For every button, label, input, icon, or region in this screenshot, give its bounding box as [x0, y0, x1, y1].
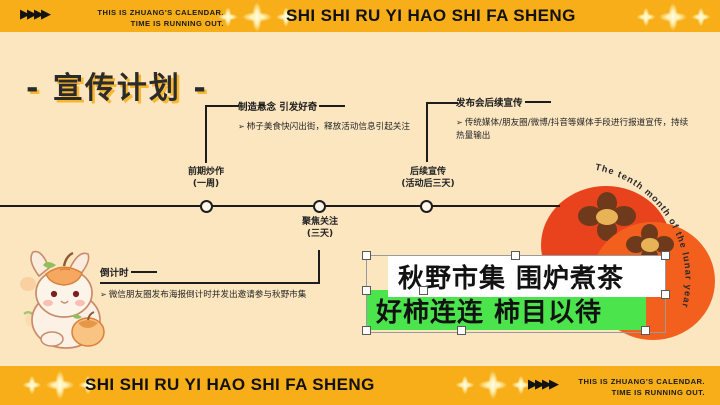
timeline-node-label-1: 前期炒作 (一周)	[187, 167, 224, 189]
callout-2: 发布会后续宣传 ➢传统媒体/朋友圈/微博/抖音等媒体手段进行报道宣传，持续热量输…	[456, 95, 692, 143]
callout-3-body: ➢微信朋友圈发布海报倒计时并发出邀请参与秋野市集	[100, 290, 307, 300]
callout-3-heading: 倒计时	[100, 265, 322, 279]
headline-green-box[interactable]: 好柿连连 柿目以待	[366, 290, 646, 330]
heading-rule	[130, 271, 157, 273]
sparkle-icon	[691, 9, 710, 25]
sparkle-icon	[242, 8, 272, 26]
arrow-marks-icon: ▶▶▶▶	[20, 7, 51, 22]
sparkle-icon	[636, 9, 655, 25]
sparkle-icon	[659, 8, 687, 26]
callout-3: 倒计时 ➢微信朋友圈发布海报倒计时并发出邀请参与秋野市集	[100, 265, 322, 302]
headline-green-text: 好柿连连 柿目以待	[376, 297, 603, 328]
callout-1-heading: 制造悬念 引发好奇	[238, 99, 450, 113]
headline-white-box[interactable]: 秋野市集 围炉煮茶	[388, 255, 666, 297]
callout-2-heading: 发布会后续宣传	[456, 95, 692, 109]
sparkle-icon	[455, 377, 474, 393]
timeline-node-2[interactable]	[313, 200, 326, 213]
timeline-node-1[interactable]	[200, 200, 213, 213]
sparkle-icon	[478, 376, 507, 394]
footer-banner-text: SHI SHI RU YI HAO SHI FA SHENG	[85, 375, 375, 394]
sparkle-cluster-left	[218, 8, 296, 26]
selection-handle-ne[interactable]	[661, 251, 670, 260]
bullet-marker-icon: ➢	[456, 118, 463, 127]
header-tagline: THIS IS ZHUANG'S CALENDAR. TIME IS RUNNI…	[97, 8, 224, 28]
selection-handle-n[interactable]	[511, 251, 520, 260]
sparkle-cluster-right	[636, 8, 710, 26]
selection-handle-inner-w[interactable]	[419, 286, 428, 295]
sparkle-icon	[45, 376, 74, 394]
footer-tagline: THIS IS ZHUANG'S CALENDAR. TIME IS RUNNI…	[578, 377, 705, 397]
selection-handle-se[interactable]	[641, 326, 650, 335]
selection-handle-sw[interactable]	[362, 326, 371, 335]
callout-1: 制造悬念 引发好奇 ➢柿子美食快闪出街，释放活动信息引起关注	[238, 99, 450, 134]
timeline-node-label-3: 后续宣传 (活动后三天)	[401, 167, 455, 189]
rabbit-illustration	[20, 250, 105, 349]
header-banner-text: SHI SHI RU YI HAO SHI FA SHENG	[286, 6, 576, 25]
bullet-marker-icon: ➢	[100, 290, 107, 299]
timeline-node-3[interactable]	[420, 200, 433, 213]
callout-1-body: ➢柿子美食快闪出街，释放活动信息引起关注	[238, 122, 410, 132]
connector-node1	[205, 105, 239, 163]
connector-node3	[426, 102, 458, 162]
sparkle-icon	[22, 377, 41, 393]
callout-2-body: ➢传统媒体/朋友圈/微博/抖音等媒体手段进行报道宣传，持续热量输出	[456, 118, 689, 141]
selection-handle-w[interactable]	[362, 286, 371, 295]
selection-handle-s[interactable]	[457, 326, 466, 335]
heading-rule	[319, 105, 346, 107]
sparkle-cluster-footer-right	[455, 376, 530, 394]
connector-node2	[100, 250, 320, 284]
selection-handle-nw[interactable]	[362, 251, 371, 260]
selection-handle-e[interactable]	[661, 290, 670, 299]
timeline-node-label-2: 聚焦关注 (三天)	[301, 217, 338, 239]
selection-outline	[366, 255, 666, 333]
arrow-marks-icon: ▶▶▶▶	[528, 377, 559, 392]
bullet-marker-icon: ➢	[238, 122, 245, 131]
headline-white-text: 秋野市集 围炉煮茶	[398, 263, 625, 294]
heading-rule	[524, 101, 551, 103]
page-title: - 宣传计划 -	[26, 71, 208, 106]
timeline-axis	[0, 205, 500, 207]
sparkle-icon	[218, 9, 238, 25]
timeline-axis-tail	[500, 205, 560, 207]
top-banner: ▶▶▶▶ THIS IS ZHUANG'S CALENDAR. TIME IS …	[0, 0, 720, 32]
bottom-banner: SHI SHI RU YI HAO SHI FA SHENG ▶▶▶▶ THIS…	[0, 366, 720, 405]
